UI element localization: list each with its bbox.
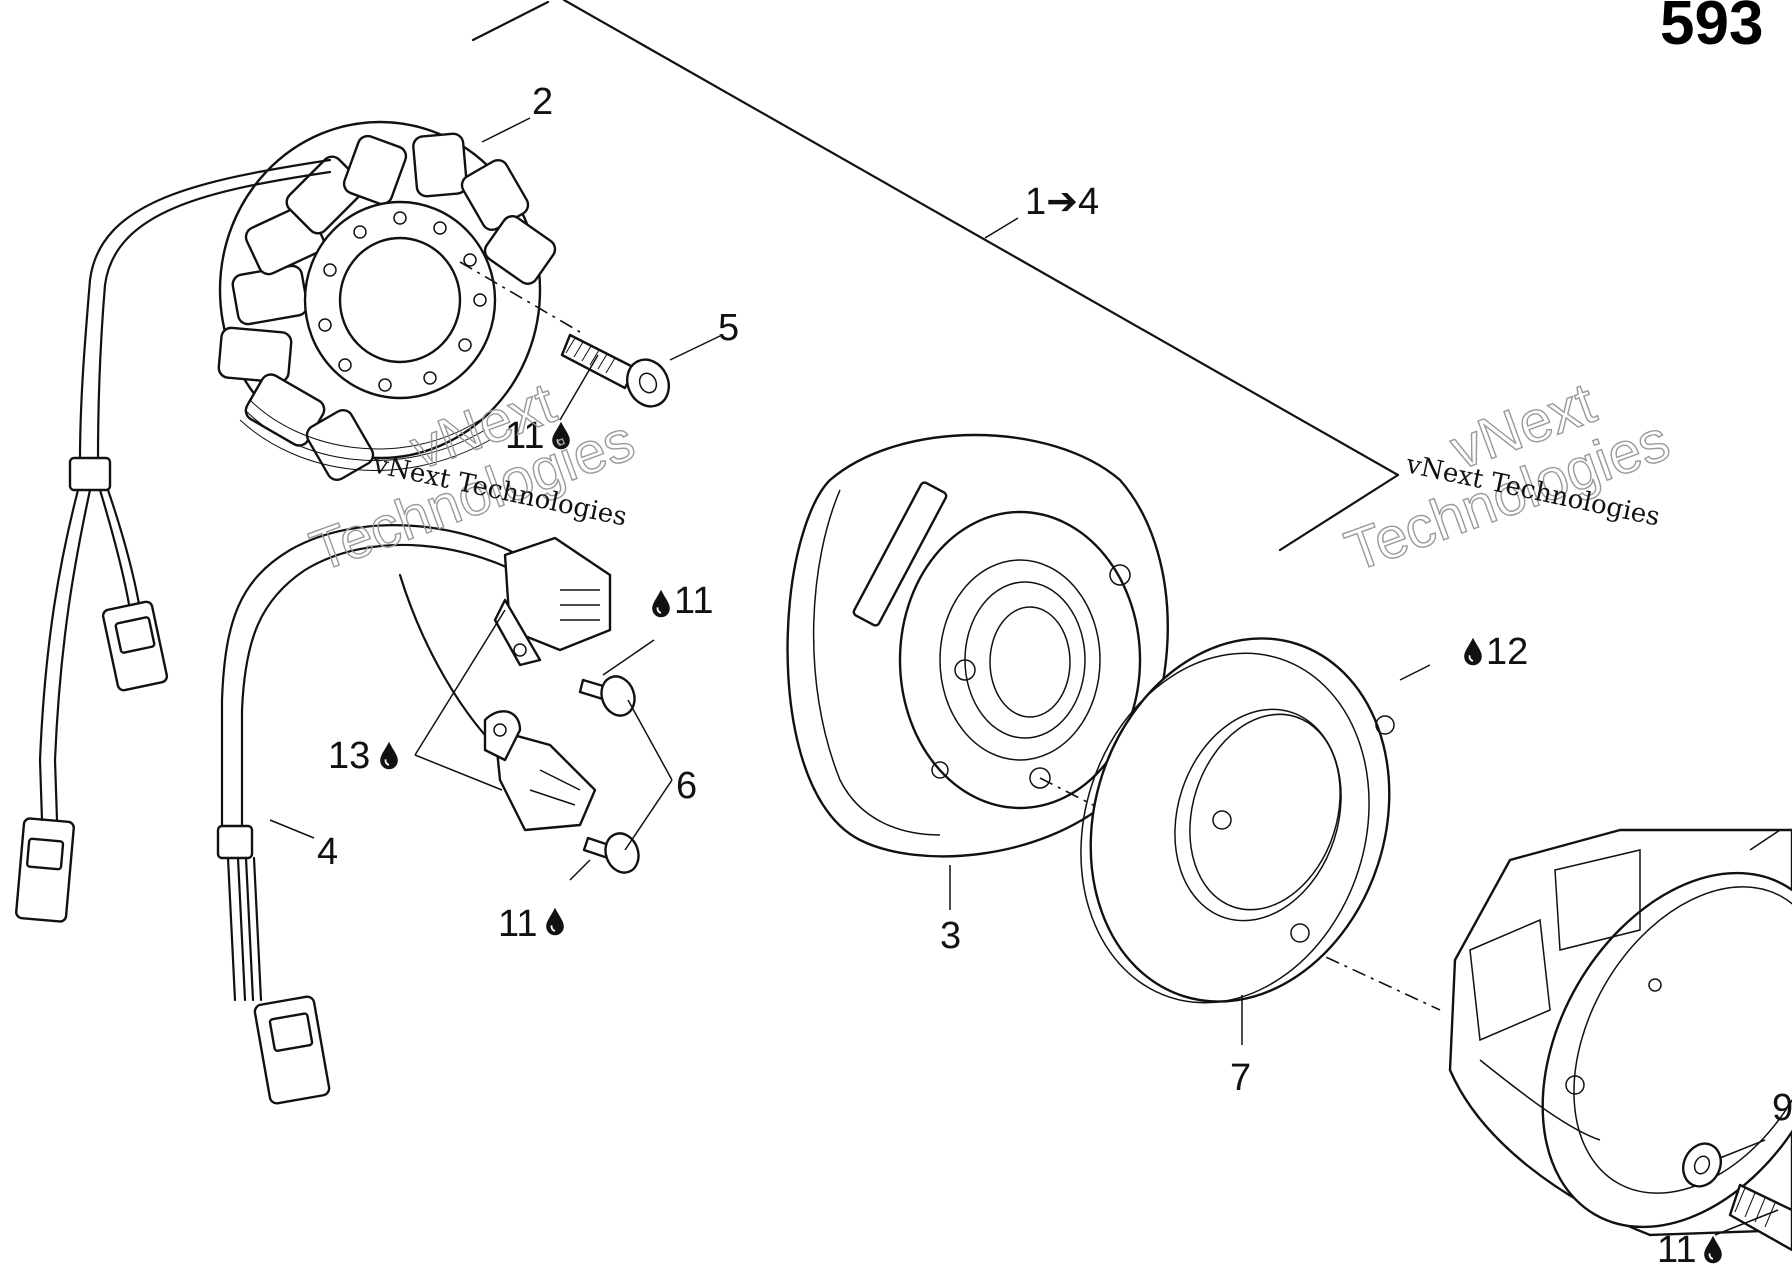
oil-drop-icon [1703, 1234, 1723, 1264]
rotor-flywheel [786, 433, 1169, 858]
callout-11-stator: 11 [505, 415, 544, 457]
sensor-screw-upper [578, 675, 636, 717]
stator-screw [459, 261, 670, 408]
trigger-coil-harness [216, 524, 612, 1105]
callout-4: 4 [317, 831, 338, 873]
stator-harness [15, 158, 332, 923]
oil-drop-icon [1463, 636, 1483, 666]
callout-11-sensor: 11 [674, 580, 713, 622]
spacer-ring [1080, 637, 1395, 1004]
callout-12: 12 [1486, 631, 1528, 673]
page-number: 593 [1660, 0, 1763, 58]
leader-lines [269, 117, 1781, 1236]
stator [217, 120, 557, 482]
callout-11-lower: 11 [498, 903, 537, 945]
watermark-right: vNext Technologies vNext Technologies [1337, 370, 1679, 585]
callout-1-4: 1➔4 [1025, 181, 1099, 223]
callout-3: 3 [940, 915, 961, 957]
callout-6: 6 [676, 765, 697, 807]
callout-9: 9 [1772, 1087, 1792, 1129]
callout-13: 13 [328, 735, 370, 777]
washer [1682, 1142, 1722, 1188]
oil-drop-icon [651, 588, 671, 618]
callout-7: 7 [1230, 1057, 1251, 1099]
callout-11-bolt: 11 [1657, 1229, 1696, 1271]
oil-drop-icon [545, 906, 565, 936]
oil-drop-icon [379, 740, 399, 770]
callout-2: 2 [532, 81, 553, 123]
assembly-bracket-1-4 [471, 0, 1400, 552]
callout-5: 5 [718, 307, 739, 349]
starter-cup [1448, 828, 1792, 1237]
